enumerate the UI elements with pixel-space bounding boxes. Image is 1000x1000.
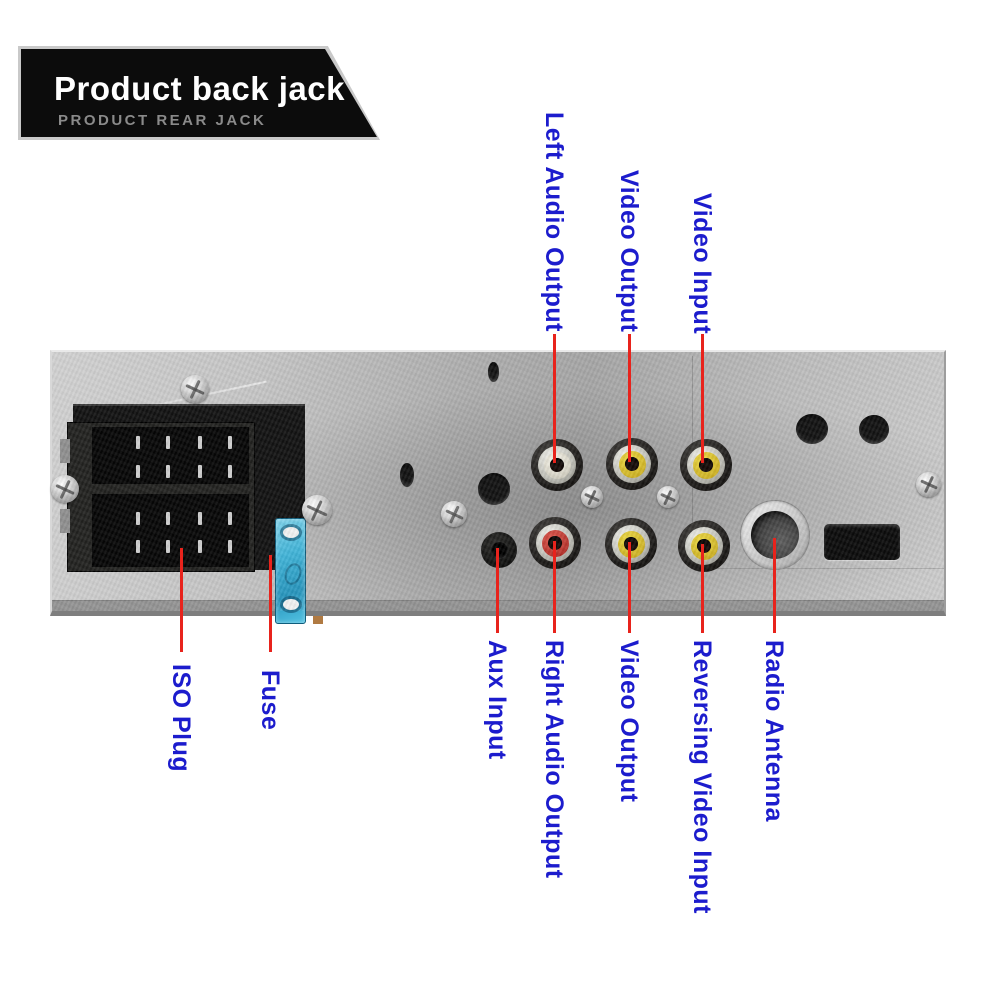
iso-pin-slot xyxy=(228,465,232,478)
iso-pin-slot xyxy=(166,436,170,449)
iso-frame-detail xyxy=(313,616,323,624)
title-badge: Product back jack PRODUCT REAR JACK xyxy=(18,46,380,140)
callout-line-video-output-bottom xyxy=(628,542,631,633)
rca-jack-left-audio-output xyxy=(531,439,583,491)
callout-line-right-audio-output xyxy=(553,541,556,633)
blade-fuse xyxy=(275,518,306,624)
screw-icon xyxy=(51,475,79,503)
aux-center-hole xyxy=(490,541,508,559)
iso-pin-slot xyxy=(136,512,140,525)
iso-keying-notch xyxy=(60,509,70,533)
fuse-marking xyxy=(281,560,305,588)
screw-icon xyxy=(441,501,467,527)
iso-pin-slot xyxy=(166,465,170,478)
fuse-contact xyxy=(283,527,299,538)
iso-pin-slot xyxy=(228,540,232,553)
badge-title: Product back jack xyxy=(54,70,345,107)
title-badge-background xyxy=(21,49,377,137)
iso-lower-pin-bank xyxy=(92,494,249,567)
iso-pin-slot xyxy=(166,512,170,525)
vent-hole xyxy=(400,463,414,487)
screw-icon xyxy=(302,495,332,525)
callout-line-iso-plug xyxy=(180,548,183,652)
rca-jack-video-output-bottom xyxy=(605,518,657,570)
callout-line-video-output-top xyxy=(628,334,631,462)
rca-jack-reversing-video-input xyxy=(678,520,730,572)
aux-input-jack xyxy=(481,532,517,568)
label-iso-plug: ISO Plug xyxy=(167,664,195,773)
screw-icon xyxy=(581,486,603,508)
round-hole xyxy=(796,414,828,444)
rca-metal-ring xyxy=(687,446,725,484)
rca-jack-video-input xyxy=(680,439,732,491)
iso-plug-frame xyxy=(60,404,323,624)
label-fuse: Fuse xyxy=(256,670,284,731)
rca-jack-video-output-top xyxy=(606,438,658,490)
label-video-output-top: Video Output xyxy=(615,170,643,333)
iso-pin-slot xyxy=(198,465,202,478)
screw-icon xyxy=(181,375,209,403)
iso-pin-slot xyxy=(136,540,140,553)
iso-keying-notch xyxy=(60,439,70,463)
rca-metal-ring xyxy=(612,525,650,563)
rca-yellow-ring xyxy=(690,532,718,560)
callout-line-video-input xyxy=(701,334,704,463)
iso-pin-slot xyxy=(198,436,202,449)
rca-metal-ring xyxy=(538,446,576,484)
iso-pin-slot xyxy=(228,512,232,525)
label-video-output-bottom: Video Output xyxy=(615,640,643,803)
vent-hole xyxy=(488,362,499,382)
iso-pin-slot xyxy=(198,512,202,525)
label-right-audio-output: Right Audio Output xyxy=(540,640,568,879)
callout-line-fuse xyxy=(269,555,272,652)
rca-center-hole xyxy=(624,537,638,551)
label-left-audio-output: Left Audio Output xyxy=(540,112,568,333)
screw-icon xyxy=(916,472,941,497)
rca-yellow-ring xyxy=(617,530,645,558)
label-reversing-video-input: Reversing Video Input xyxy=(688,640,716,914)
callout-line-radio-antenna xyxy=(773,538,776,633)
round-hole xyxy=(859,415,889,444)
rectangular-slot xyxy=(824,524,900,560)
screw-icon xyxy=(657,486,679,508)
label-radio-antenna: Radio Antenna xyxy=(760,640,788,822)
rca-metal-ring xyxy=(613,445,651,483)
iso-pin-slot xyxy=(166,540,170,553)
iso-pin-slot xyxy=(136,465,140,478)
iso-upper-pin-bank xyxy=(92,427,249,484)
panel-seam xyxy=(692,568,944,569)
callout-line-left-audio-output xyxy=(553,334,556,463)
rca-white-ring xyxy=(543,451,571,479)
round-hole xyxy=(478,473,510,505)
rca-yellow-ring xyxy=(618,450,646,478)
callout-line-aux-input xyxy=(496,548,499,633)
rca-yellow-ring xyxy=(692,451,720,479)
rca-metal-ring xyxy=(685,527,723,565)
label-video-input: Video Input xyxy=(688,193,716,335)
iso-pin-slot xyxy=(198,540,202,553)
badge-subtitle: PRODUCT REAR JACK xyxy=(58,112,267,129)
label-aux-input: Aux Input xyxy=(483,640,511,760)
fuse-contact xyxy=(283,599,299,610)
iso-pin-slot xyxy=(136,436,140,449)
iso-pin-slot xyxy=(228,436,232,449)
rca-center-hole xyxy=(697,539,711,553)
callout-line-reversing-video-input xyxy=(701,544,704,633)
